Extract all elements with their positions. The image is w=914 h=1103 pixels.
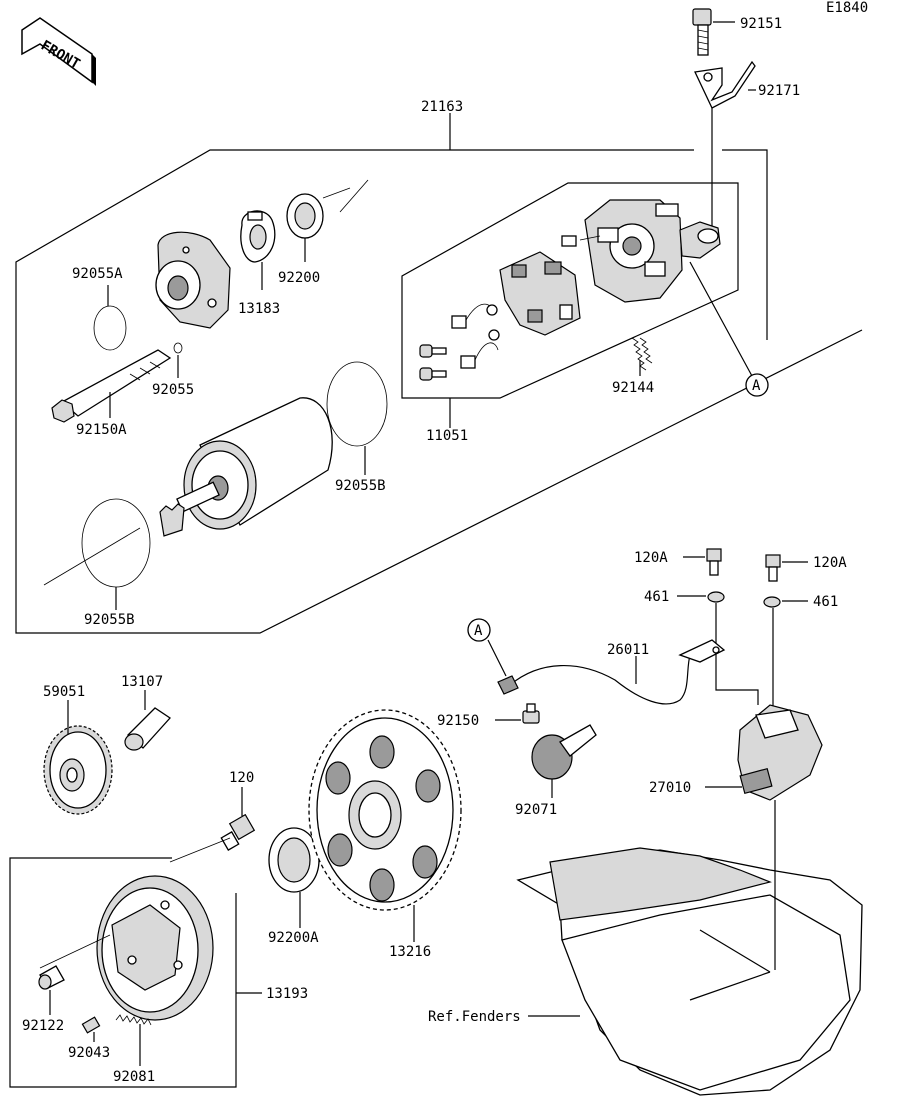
callout-a-bottom: A [474,623,483,639]
label-461-left: 461 [644,589,669,605]
label-92151: 92151 [740,16,782,32]
label-92055b-top: 92055B [335,478,386,494]
clutch-assembly-box [9,857,262,1088]
washer-461-left [707,591,725,603]
label-59051: 59051 [43,684,85,700]
diagram-code: E1840 [826,0,868,16]
label-92043: 92043 [68,1045,110,1061]
label-120: 120 [229,770,254,786]
callout-a-top: A [752,378,761,394]
front-cover [155,231,231,329]
label-92055: 92055 [152,382,194,398]
o-ring-92055b-top [326,361,388,447]
spring-92081 [115,1014,152,1066]
label-13183: 13183 [238,301,280,317]
brushes-and-screws [419,303,500,381]
label-92171: 92171 [758,83,800,99]
label-11051: 11051 [426,428,468,444]
label-27010: 27010 [649,780,691,796]
sprocket-13216 [308,709,462,942]
shim-92200a [268,827,320,928]
gear-59051 [43,700,113,815]
bracket-92171 [694,60,756,240]
yoke-armature [159,397,333,537]
plunger-92043 [81,1016,101,1042]
label-92150a: 92150A [76,422,127,438]
label-13216: 13216 [389,944,431,960]
label-21163: 21163 [421,99,463,115]
label-461-right: 461 [813,594,838,610]
label-120a-right: 120A [813,555,847,571]
cable-26011 [497,639,726,705]
bolt-120a-right [765,554,808,582]
label-92055b-bottom: 92055B [84,612,135,628]
label-92055a: 92055A [72,266,123,282]
label-92150: 92150 [437,713,479,729]
spring-92144 [631,337,653,376]
washer-461-right [763,596,781,608]
front-arrow-icon: FRONT [21,17,96,86]
label-92071: 92071 [515,802,557,818]
bolt-120a-left [683,548,722,576]
label-ref-fenders: Ref.Fenders [428,1009,521,1025]
label-13193: 13193 [266,986,308,1002]
bolt-120 [220,787,256,851]
washer-13183 [240,210,276,290]
rear-cover [561,199,721,303]
label-26011: 26011 [607,642,649,658]
label-92081: 92081 [113,1069,155,1085]
starter-assembly-outline [15,113,863,634]
label-92122: 92122 [22,1018,64,1034]
roller-92122 [38,965,65,1015]
sleeve-13107 [124,690,171,751]
bolt-92151 [692,8,735,56]
o-ring-92055a [93,305,127,351]
long-bolt-92150a [51,349,172,423]
fender-case [516,800,863,1096]
label-92200: 92200 [278,270,320,286]
o-ring-92055b-bottom [81,498,151,588]
shim-92200 [286,193,324,262]
label-13107: 13107 [121,674,163,690]
label-92200a: 92200A [268,930,319,946]
brush-holder-box [401,182,739,428]
starter-relay-27010 [705,603,823,801]
label-120a-left: 120A [634,550,668,566]
o-ring-92055 [173,342,183,354]
label-92144: 92144 [612,380,654,396]
cap-92071 [531,724,597,798]
bolt-92150 [495,703,540,724]
brush-plate [499,251,581,336]
